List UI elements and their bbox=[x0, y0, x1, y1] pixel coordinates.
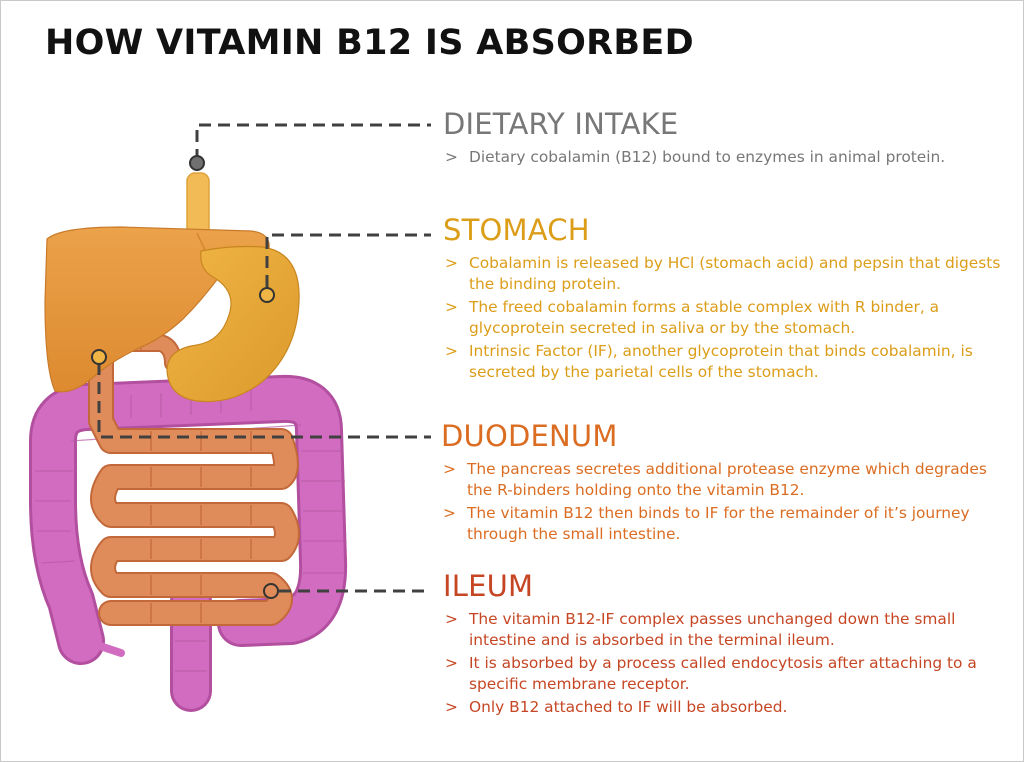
bullet-text: Cobalamin is released by HCl (stomach ac… bbox=[469, 254, 1001, 293]
section-dietary-intake: DIETARY INTAKE > Dietary cobalamin (B12) … bbox=[443, 107, 1003, 170]
section-heading: DIETARY INTAKE bbox=[443, 107, 679, 141]
bullet-marker: > bbox=[443, 504, 456, 522]
list-item: > The vitamin B12-IF complex passes uncha… bbox=[443, 609, 1003, 651]
bullet-text: The freed cobalamin forms a stable compl… bbox=[469, 298, 940, 337]
bullet-list: > Cobalamin is released by HCl (stomach a… bbox=[443, 253, 1013, 383]
connector-duodenum bbox=[91, 349, 431, 439]
bullet-text: The vitamin B12-IF complex passes unchan… bbox=[469, 610, 956, 649]
bullet-text: The pancreas secretes additional proteas… bbox=[467, 460, 987, 499]
list-item: > Only B12 attached to IF will be absorbe… bbox=[443, 697, 1003, 718]
bullet-list: > Dietary cobalamin (B12) bound to enzyme… bbox=[443, 147, 1003, 168]
connector-ileum bbox=[263, 583, 431, 599]
bullet-text: Intrinsic Factor (IF), another glycoprot… bbox=[469, 342, 973, 381]
section-ileum: ILEUM > The vitamin B12-IF complex passes… bbox=[443, 569, 1003, 720]
bullet-text: Only B12 attached to IF will be absorbed… bbox=[469, 698, 788, 716]
bullet-marker: > bbox=[445, 148, 458, 166]
list-item: > Cobalamin is released by HCl (stomach a… bbox=[443, 253, 1013, 295]
bullet-text: Dietary cobalamin (B12) bound to enzymes… bbox=[469, 148, 946, 166]
section-stomach: STOMACH > Cobalamin is released by HCl (s… bbox=[443, 213, 1013, 385]
bullet-marker: > bbox=[445, 654, 458, 672]
list-item: > The freed cobalamin forms a stable comp… bbox=[443, 297, 1013, 339]
bullet-marker: > bbox=[445, 298, 458, 316]
page-title: HOW VITAMIN B12 IS ABSORBED bbox=[45, 23, 694, 63]
bullet-marker: > bbox=[445, 254, 458, 272]
connector-dietary bbox=[189, 123, 431, 171]
bullet-marker: > bbox=[445, 698, 458, 716]
bullet-marker: > bbox=[443, 460, 456, 478]
list-item: > Dietary cobalamin (B12) bound to enzyme… bbox=[443, 147, 1003, 168]
section-duodenum: DUODENUM > The pancreas secretes addition… bbox=[441, 419, 1001, 547]
bullet-list: > The pancreas secretes additional protea… bbox=[441, 459, 1001, 545]
section-heading: DUODENUM bbox=[441, 419, 618, 453]
bullet-text: It is absorbed by a process called endoc… bbox=[469, 654, 977, 693]
bullet-text: The vitamin B12 then binds to IF for the… bbox=[467, 504, 970, 543]
section-heading: STOMACH bbox=[443, 213, 590, 247]
section-heading: ILEUM bbox=[443, 569, 534, 603]
list-item: > It is absorbed by a process called endo… bbox=[443, 653, 1003, 695]
list-item: > The pancreas secretes additional protea… bbox=[441, 459, 1001, 501]
list-item: > Intrinsic Factor (IF), another glycopro… bbox=[443, 341, 1013, 383]
bullet-marker: > bbox=[445, 610, 458, 628]
bullet-list: > The vitamin B12-IF complex passes uncha… bbox=[443, 609, 1003, 718]
connector-stomach bbox=[259, 233, 431, 303]
bullet-marker: > bbox=[445, 342, 458, 360]
list-item: > The vitamin B12 then binds to IF for th… bbox=[441, 503, 1001, 545]
